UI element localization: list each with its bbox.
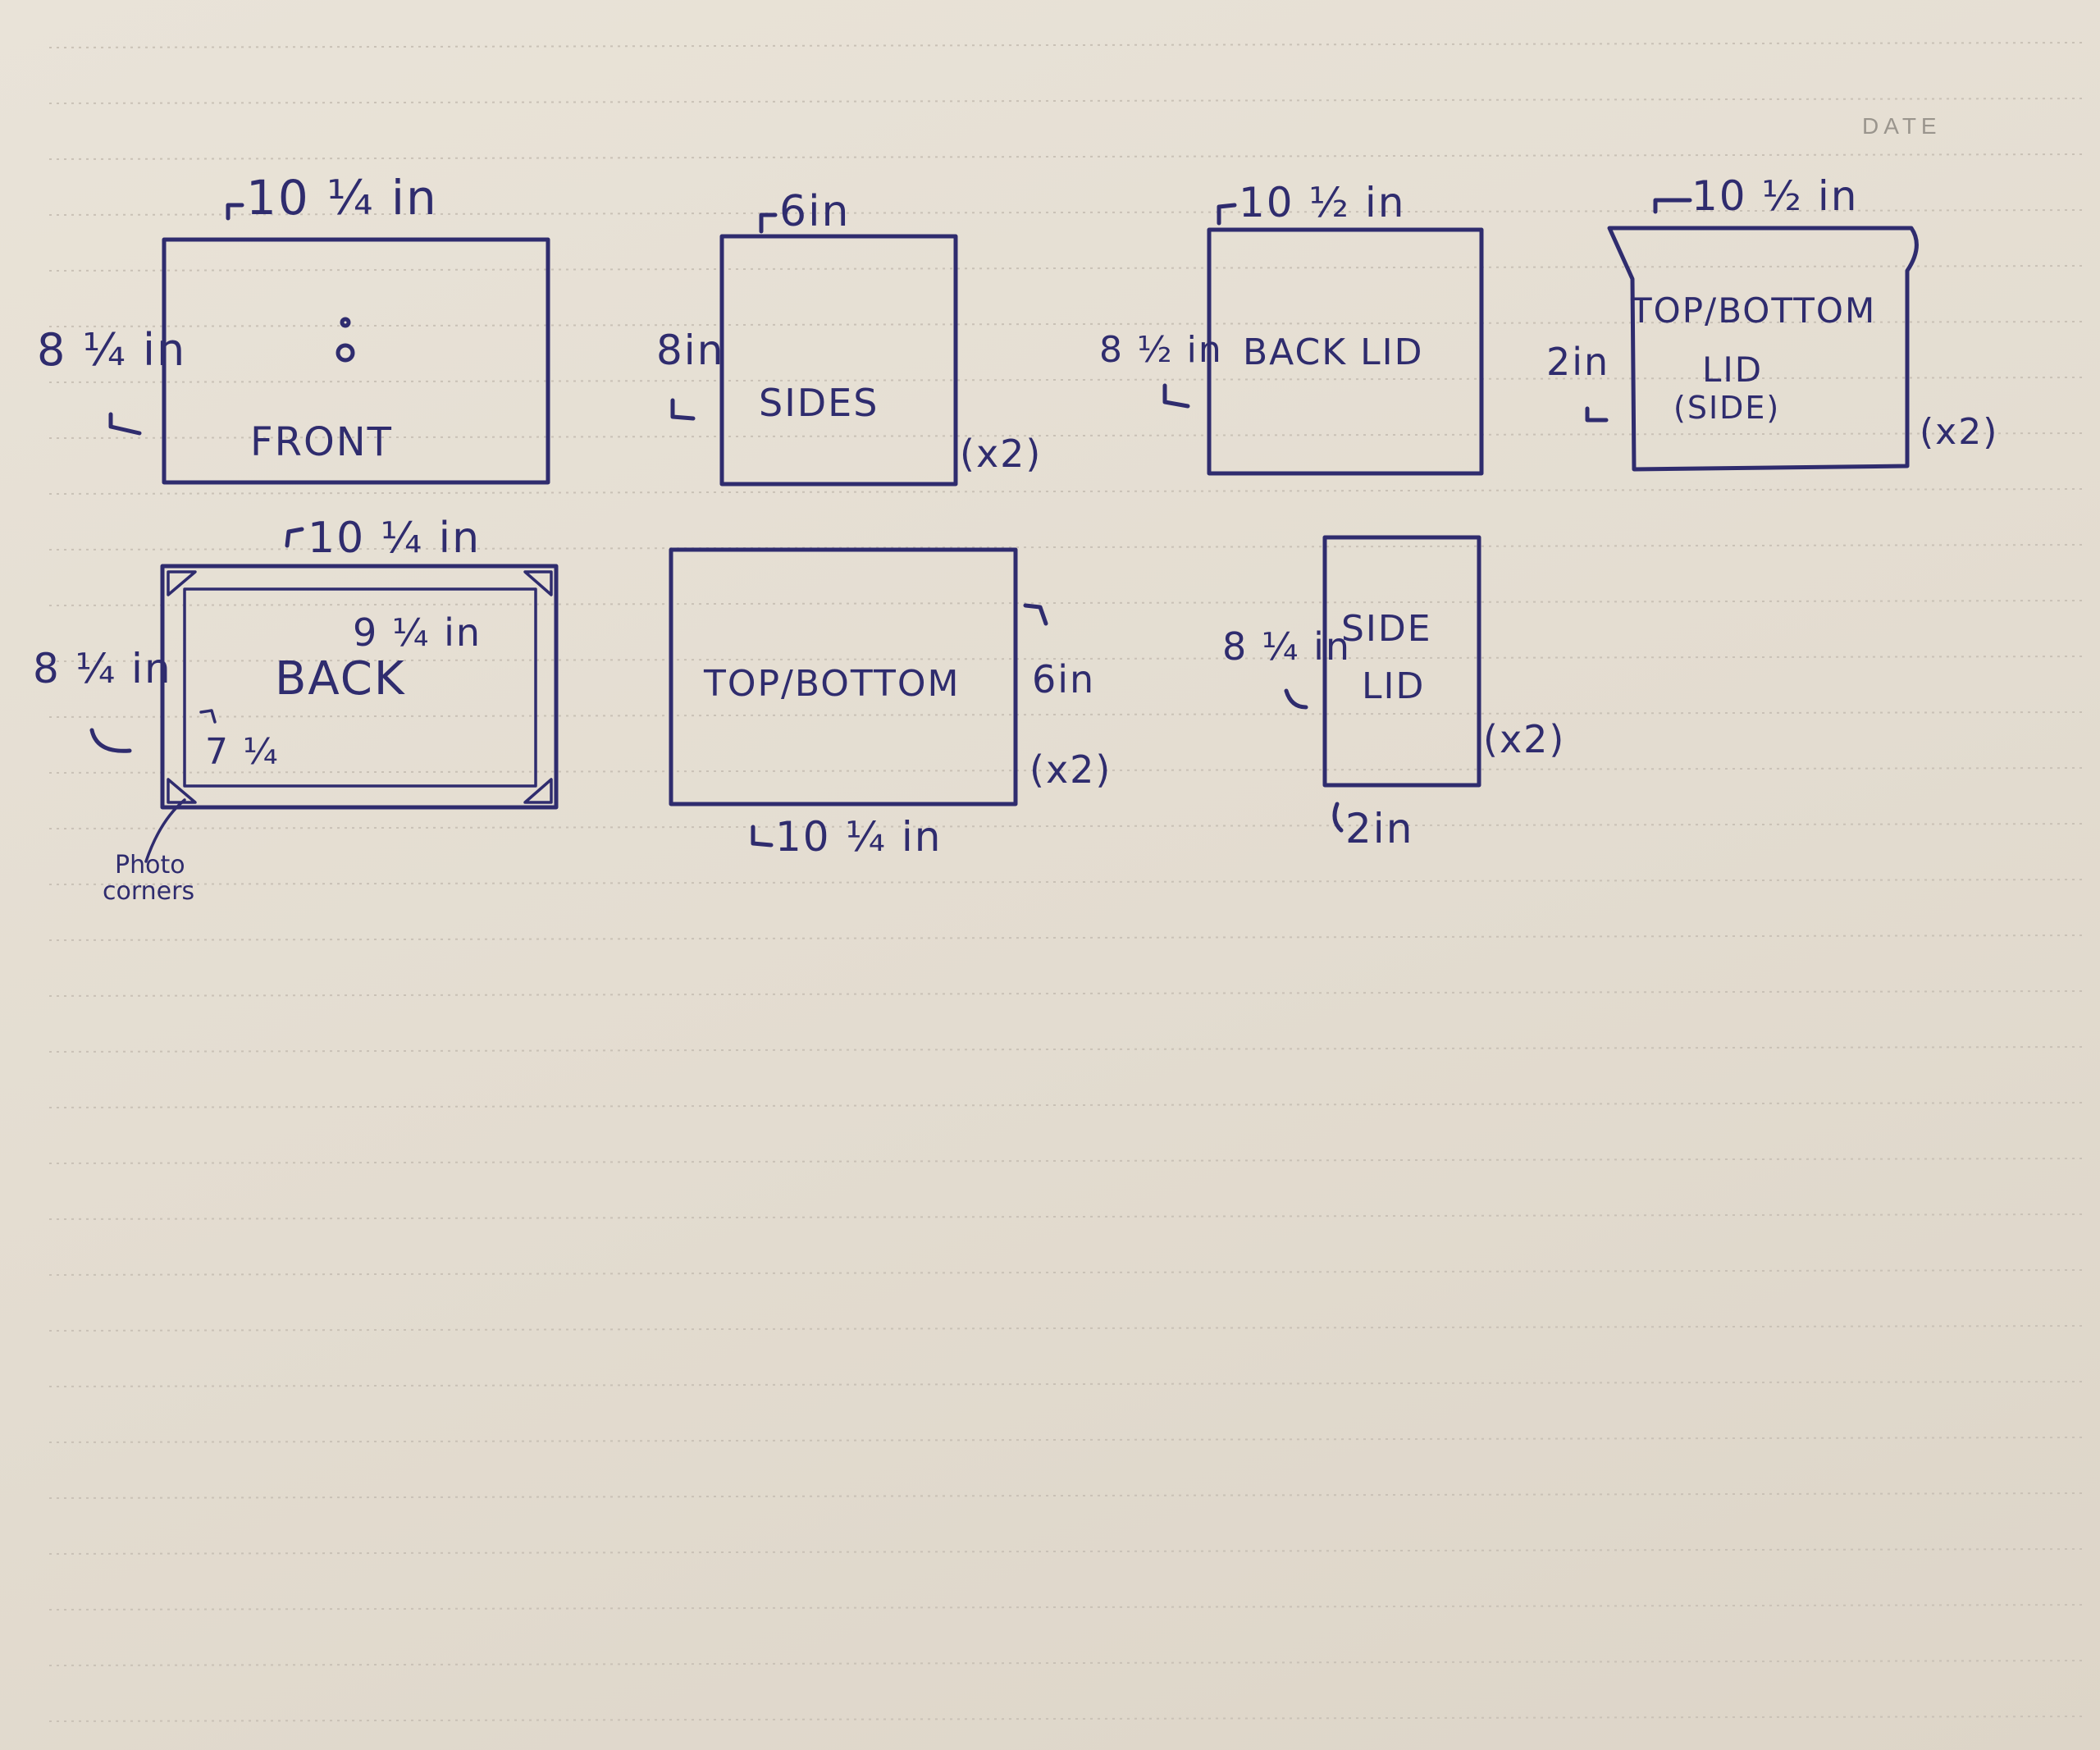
top-bottom-lid-label-line1: TOP/BOTTOM: [1631, 290, 1877, 331]
front-width-label: 10 ¼ in: [246, 170, 438, 226]
back-inner-height-label: 7 ¼: [205, 731, 280, 773]
back-panel-outline: [160, 564, 559, 810]
side-lid-label-line1: SIDE: [1341, 608, 1432, 650]
sides-count-label: (x2): [960, 432, 1043, 476]
photo-corner-bottom-right: [523, 778, 553, 804]
date-label: DATE: [1862, 113, 1942, 139]
back-width-label: 10 ¼ in: [308, 514, 482, 563]
top-bottom-lid-count-label: (x2): [1920, 411, 1999, 453]
front-panel-label: FRONT: [250, 419, 393, 465]
top-bottom-height-tick: [1023, 603, 1048, 626]
top-bottom-height-label: 6in: [1032, 657, 1096, 701]
sides-width-tick: [759, 212, 778, 234]
sides-height-tick: [670, 398, 696, 421]
top-bottom-lid-width-tick: [1653, 198, 1692, 214]
top-bottom-width-tick: [751, 825, 774, 848]
sides-panel-outline: [719, 234, 958, 487]
front-height-label: 8 ¼ in: [37, 324, 187, 376]
photo-corner-top-left: [167, 570, 197, 596]
side-lid-label-line2: LID: [1362, 665, 1426, 707]
side-lid-height-tick: [1284, 688, 1308, 710]
top-bottom-lid-height-label: 2in: [1546, 340, 1610, 384]
back-lid-width-tick: [1217, 203, 1237, 226]
front-width-tick: [226, 203, 244, 221]
back-panel-label: BACK: [275, 652, 406, 706]
back-lid-panel-label: BACK LID: [1243, 331, 1424, 373]
back-height-label: 8 ¼ in: [33, 645, 172, 692]
side-lid-count-label: (x2): [1483, 717, 1566, 761]
photo-corners-pointer: [144, 798, 186, 863]
side-lid-outline: [1322, 535, 1481, 788]
side-lid-width-tick: [1332, 802, 1344, 833]
back-lid-height-tick: [1162, 383, 1190, 409]
front-height-tick: [108, 412, 142, 436]
top-bottom-lid-height-tick: [1585, 406, 1609, 423]
back-lid-width-label: 10 ½ in: [1239, 179, 1406, 226]
back-height-tick: [89, 728, 132, 753]
sides-height-label: 8in: [656, 327, 725, 374]
back-panel-inner-outline: [183, 587, 537, 788]
sides-panel-label: SIDES: [759, 381, 879, 425]
back-lid-outline: [1207, 227, 1484, 476]
back-lid-height-label: 8 ½ in: [1099, 329, 1223, 371]
top-bottom-lid-label-line2: LID: [1702, 350, 1764, 390]
knob-icon-top: [340, 317, 351, 328]
front-panel-outline: [162, 237, 550, 485]
back-width-tick: [285, 527, 304, 548]
top-bottom-panel-outline: [669, 547, 1018, 806]
side-lid-width-label: 2in: [1345, 805, 1414, 852]
back-inner-height-tick: [199, 709, 217, 724]
sides-width-label: 6in: [779, 187, 851, 236]
photo-corner-top-right: [523, 570, 553, 596]
photo-corners-note-line2: corners: [103, 877, 195, 906]
top-bottom-lid-outline: [1607, 226, 1919, 472]
top-bottom-width-label: 10 ¼ in: [775, 813, 943, 861]
top-bottom-lid-label-line3: (SIDE): [1673, 390, 1781, 426]
photo-corners-note-line1: Photo: [115, 851, 185, 880]
top-bottom-lid-width-label: 10 ½ in: [1691, 172, 1859, 220]
back-inner-width-label: 9 ¼ in: [353, 610, 482, 655]
side-lid-height-label: 8 ¼ in: [1222, 624, 1352, 669]
top-bottom-count-label: (x2): [1029, 747, 1112, 792]
knob-icon: [336, 343, 355, 363]
top-bottom-panel-label: TOP/BOTTOM: [704, 663, 961, 705]
photo-corner-bottom-left: [167, 778, 197, 804]
